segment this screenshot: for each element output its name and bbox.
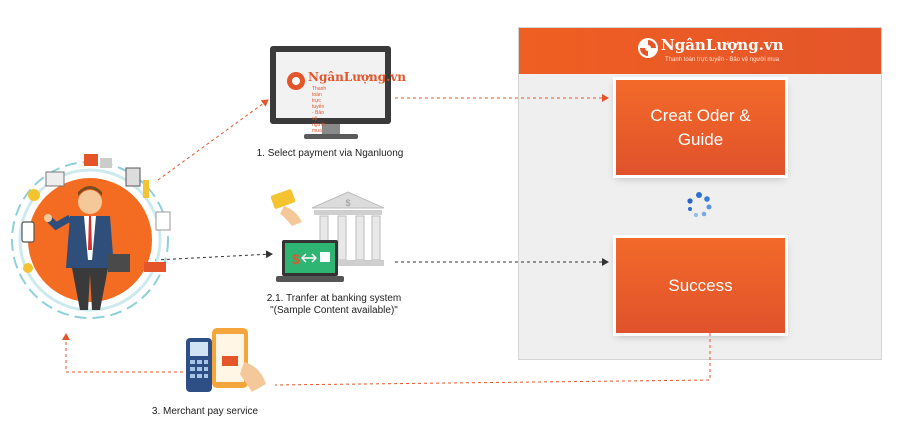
pos-terminal-icon	[186, 328, 266, 392]
step2-line1: 2.1. Tranfer at banking system	[266, 293, 402, 304]
laptop-icon: $	[276, 240, 344, 282]
arrow-to-laptop	[154, 250, 273, 261]
step3-caption: 3. Merchant pay service	[151, 406, 259, 417]
panel-brand: NgânLượng.vn	[661, 36, 784, 54]
arrow-to-businessman	[62, 333, 183, 373]
nganluong-panel: NgânLượng.vn Thanh toán trực tuyến - Bảo…	[518, 27, 882, 360]
panel-tagline: Thanh toán trực tuyến - Bảo vệ người mua	[665, 57, 780, 63]
success-box: Success	[616, 238, 785, 333]
svg-text:$: $	[292, 251, 300, 267]
arrow-to-monitor	[157, 99, 269, 181]
step2-line2: "(Sample Content available)"	[270, 305, 398, 316]
create-order-line1: Creat Oder &	[650, 105, 751, 125]
nganluong-logo-icon	[638, 38, 658, 58]
step2-caption: 2.1. Tranfer at banking system "(Sample …	[234, 293, 434, 317]
loading-spinner-icon	[687, 192, 712, 218]
success-label: Success	[668, 275, 733, 295]
monitor-tagline: Thanh toán trực tuyến - Bảo vệ người mua	[312, 86, 327, 134]
create-order-box: Creat Oder & Guide	[616, 80, 785, 175]
svg-text:$: $	[345, 198, 350, 208]
arrow-success-return	[274, 333, 711, 386]
businessman-icon	[11, 154, 171, 319]
create-order-line2: Guide	[677, 129, 724, 149]
panel-header: NgânLượng.vn Thanh toán trực tuyến - Bảo…	[519, 28, 881, 74]
step1-caption: 1. Select payment via Nganluong	[256, 148, 404, 159]
monitor-brand: NgânLượng.vn	[308, 70, 407, 84]
